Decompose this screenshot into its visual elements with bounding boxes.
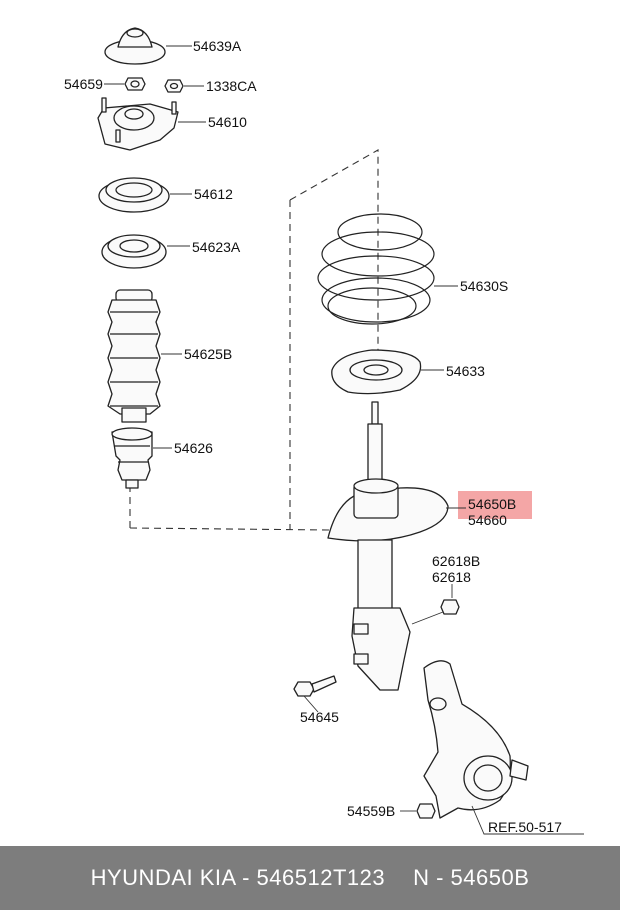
part-54625B-dust-boot <box>107 289 161 423</box>
label-54660[interactable]: 54660 <box>468 512 507 528</box>
label-54650B[interactable]: 54650B <box>468 496 516 512</box>
part-54626-bump-stopper <box>111 427 153 489</box>
label-54626[interactable]: 54626 <box>174 440 213 456</box>
assembly-outline <box>129 149 379 531</box>
footer-n-part-number: N - 54650B <box>413 865 530 890</box>
label-54630S[interactable]: 54630S <box>460 278 508 294</box>
part-steering-knuckle <box>423 660 529 819</box>
label-54559B[interactable]: 54559B <box>347 803 395 819</box>
part-54612-bearing <box>98 177 170 213</box>
footer-brand-part-number: HYUNDAI KIA - 546512T123 <box>90 865 386 890</box>
label-54623A[interactable]: 54623A <box>192 239 241 255</box>
part-54645-bolt <box>293 675 337 697</box>
part-54559B-nut <box>416 803 436 819</box>
label-54645[interactable]: 54645 <box>300 709 339 725</box>
label-62618[interactable]: 62618 <box>432 569 471 585</box>
part-54659-nut <box>124 77 146 91</box>
highlight-54650B <box>458 491 532 519</box>
part-62618-nut <box>440 599 460 615</box>
part-54633-spring-seat <box>331 349 422 395</box>
part-54639A-cap <box>104 27 166 65</box>
part-number-footer: HYUNDAI KIA - 546512T123 N - 54650B <box>0 846 620 910</box>
label-54610[interactable]: 54610 <box>208 114 247 130</box>
part-54650B-strut-assembly <box>327 401 449 691</box>
label-1338CA[interactable]: 1338CA <box>206 78 257 94</box>
part-54630S-coil-spring <box>317 213 435 325</box>
label-54612[interactable]: 54612 <box>194 186 233 202</box>
label-54639A[interactable]: 54639A <box>193 38 242 54</box>
part-1338CA-nut <box>164 79 184 93</box>
label-54659[interactable]: 54659 <box>64 76 103 92</box>
strut-exploded-diagram: 54639A 54659 1338CA 54610 54612 54623A <box>64 27 584 835</box>
part-54610-strut-mount <box>97 97 179 151</box>
part-54623A-spring-pad <box>101 234 167 269</box>
label-54633[interactable]: 54633 <box>446 363 485 379</box>
label-ref-50-517[interactable]: REF.50-517 <box>488 819 562 835</box>
label-62618B[interactable]: 62618B <box>432 553 480 569</box>
label-54625B[interactable]: 54625B <box>184 346 232 362</box>
